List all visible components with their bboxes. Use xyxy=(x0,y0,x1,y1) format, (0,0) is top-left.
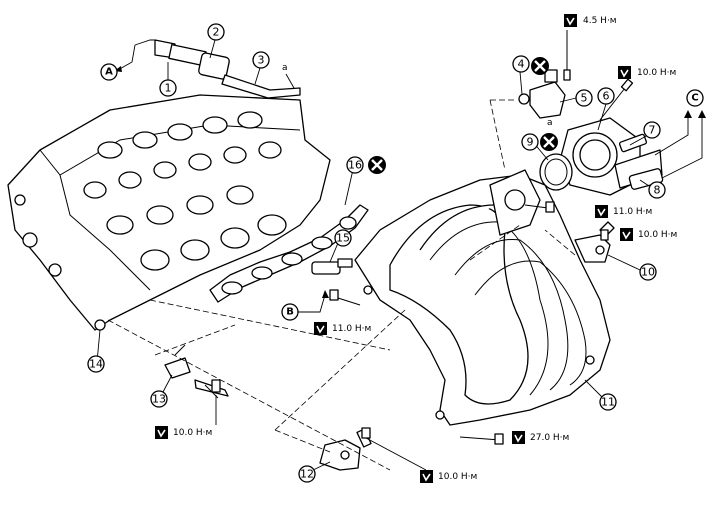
svg-text:27.0 Н·м: 27.0 Н·м xyxy=(530,433,569,443)
torque-4-5: 4.5 Н·м xyxy=(564,14,617,27)
svg-text:10.0 Н·м: 10.0 Н·м xyxy=(438,472,477,482)
svg-text:8: 8 xyxy=(654,184,661,197)
svg-text:4.5 Н·м: 4.5 Н·м xyxy=(583,16,617,26)
connector-c-label: C xyxy=(691,93,698,104)
torque-27: 27.0 Н·м xyxy=(512,431,569,444)
callout-4: 4 xyxy=(512,55,530,73)
torque-10-right: 10.0 Н·м xyxy=(620,228,677,241)
svg-text:2: 2 xyxy=(213,26,220,39)
torque-wrench-icon xyxy=(314,322,327,335)
callout-10: 10 xyxy=(639,263,657,281)
svg-text:10.0 Н·м: 10.0 Н·м xyxy=(638,230,677,240)
svg-text:16: 16 xyxy=(348,159,362,172)
torque-10-left: 10.0 Н·м xyxy=(155,426,212,439)
svg-text:5: 5 xyxy=(581,92,588,105)
sensor-5 xyxy=(529,69,566,119)
svg-text:11.0 Н·м: 11.0 Н·м xyxy=(613,207,652,217)
connector-b-arrow xyxy=(322,290,329,298)
svg-text:1: 1 xyxy=(165,82,172,95)
torque-10-throttle: 10.0 Н·м xyxy=(618,66,676,79)
alignment-lines xyxy=(107,99,576,471)
torque-wrench-icon xyxy=(620,228,633,241)
connector-c-circle xyxy=(686,89,704,107)
bolts xyxy=(204,78,634,445)
callout-6: 6 xyxy=(597,87,615,105)
connector-b-label: B xyxy=(286,307,294,318)
intake-manifold xyxy=(354,169,611,426)
connector-a-label: A xyxy=(105,67,113,78)
torque-wrench-icon xyxy=(564,14,577,27)
torque-11-upper: 11.0 Н·м xyxy=(595,205,652,218)
svg-text:11.0 Н·м: 11.0 Н·м xyxy=(332,324,371,334)
callout-7: 7 xyxy=(643,121,661,139)
svg-text:10.0 Н·м: 10.0 Н·м xyxy=(637,68,676,78)
callout-1: 1 xyxy=(159,79,177,97)
callout-14: 14 xyxy=(87,355,105,373)
svg-text:4: 4 xyxy=(518,58,525,71)
svg-text:9: 9 xyxy=(527,136,534,149)
replace-icon-16 xyxy=(368,156,386,174)
callout-9: 9 xyxy=(521,133,539,151)
svg-text:13: 13 xyxy=(152,393,166,406)
svg-text:10: 10 xyxy=(641,266,655,279)
svg-text:3: 3 xyxy=(258,54,265,67)
connector-c-leader xyxy=(654,115,689,156)
connector-a-circle xyxy=(100,63,118,81)
svg-text:11: 11 xyxy=(601,396,615,409)
callout-11: 11 xyxy=(599,393,617,411)
callout-5: 5 xyxy=(575,89,593,107)
callout-16: 16 xyxy=(346,156,364,174)
sensor-bolt xyxy=(563,30,571,81)
torque-10-bottom: 10.0 Н·м xyxy=(420,470,477,483)
throttle-body xyxy=(559,117,664,196)
torque-wrench-icon xyxy=(512,431,525,444)
svg-text:14: 14 xyxy=(89,358,103,371)
torque-wrench-icon xyxy=(420,470,433,483)
callout-13: 13 xyxy=(150,390,168,408)
callout-leaders xyxy=(96,39,650,471)
reference-a-mid: a xyxy=(547,118,553,128)
fuel-hose-assembly xyxy=(134,39,301,99)
callout-3: 3 xyxy=(252,51,270,69)
bracket-10 xyxy=(574,221,615,263)
connector-a-leader xyxy=(117,44,136,71)
callout-12: 12 xyxy=(298,465,316,483)
replace-icon-4 xyxy=(531,57,549,75)
cylinder-head xyxy=(7,94,331,331)
svg-text:12: 12 xyxy=(300,468,314,481)
callout-8: 8 xyxy=(648,181,666,199)
o-ring-4 xyxy=(518,93,530,105)
connector-b-leader xyxy=(298,294,326,313)
callout-15: 15 xyxy=(334,229,352,247)
replace-icon-9 xyxy=(540,133,558,151)
callout-2: 2 xyxy=(207,23,225,41)
torque-wrench-icon xyxy=(618,66,631,79)
torque-wrench-icon xyxy=(595,205,608,218)
torque-11-lower: 11.0 Н·м xyxy=(314,322,371,335)
connector-c-arrow xyxy=(684,110,692,118)
sensor-15 xyxy=(311,258,353,275)
svg-text:10.0 Н·м: 10.0 Н·м xyxy=(173,428,212,438)
connector-b-circle xyxy=(281,303,299,321)
svg-text:7: 7 xyxy=(649,124,656,137)
svg-text:15: 15 xyxy=(336,232,350,245)
manifold-gasket xyxy=(209,204,369,303)
reference-a-top: a xyxy=(282,63,288,73)
svg-text:6: 6 xyxy=(603,90,610,103)
torque-wrench-icon xyxy=(155,426,168,439)
